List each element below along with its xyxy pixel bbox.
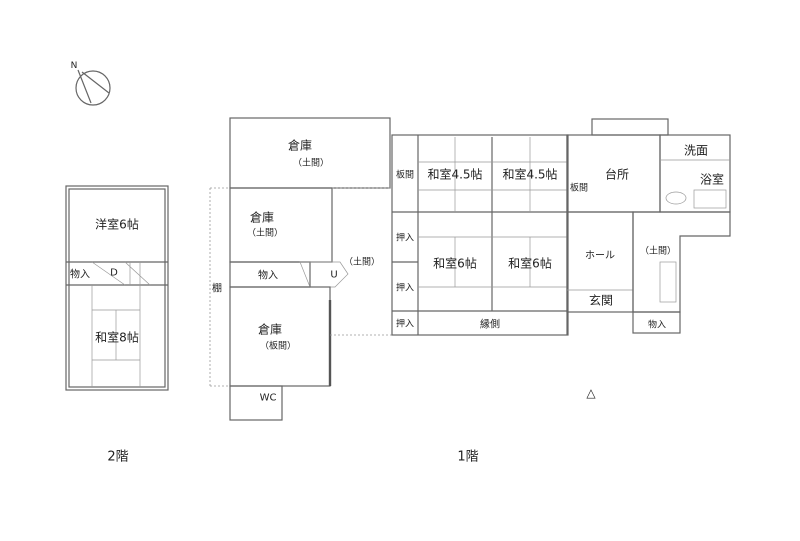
stair-up-label: U <box>330 269 338 281</box>
room-itama-1: 板間 <box>395 170 415 181</box>
room-senmen: 洗面 <box>683 143 709 158</box>
room-storage-mid-sub: （土間） <box>246 228 284 239</box>
room-washitsu-45a: 和室4.5帖 <box>427 167 483 182</box>
stair-down-label: D <box>110 267 118 279</box>
room-washitsu-6b: 和室6帖 <box>508 256 552 271</box>
room-monoire-2: 物入 <box>647 320 667 331</box>
room-bath: 浴室 <box>699 172 725 187</box>
room-storage-low: 倉庫 <box>257 322 283 337</box>
room-washitsu-6a: 和室6帖 <box>433 256 477 271</box>
floor1-walls <box>209 117 731 421</box>
room-hall: ホール <box>585 250 615 262</box>
compass-icon <box>75 69 111 106</box>
room-monoire-2f: 物入 <box>70 269 90 281</box>
room-washitsu-45b: 和室4.5帖 <box>502 167 558 182</box>
room-oshiire-3: 押入 <box>395 319 415 330</box>
floor2-walls <box>65 185 169 391</box>
room-wc: WC <box>259 392 277 404</box>
room-monoire-1f: 物入 <box>258 270 278 282</box>
room-washitsu-8: 和室8帖 <box>95 330 139 345</box>
doma-label: （土間） <box>343 257 381 268</box>
room-doma-2: （土間） <box>639 246 677 257</box>
shelf-label: 棚 <box>212 283 222 295</box>
room-kitchen: 台所 <box>604 167 630 182</box>
room-oshiire-2: 押入 <box>395 283 415 294</box>
room-genkan: 玄関 <box>588 293 614 308</box>
room-youshitsu: 洋室6帖 <box>95 217 139 232</box>
room-engawa: 縁側 <box>480 319 500 331</box>
room-storage-top: 倉庫 <box>287 138 313 153</box>
room-oshiire-1: 押入 <box>395 233 415 244</box>
room-itama-2: 板間 <box>569 183 589 194</box>
entrance-mark-icon: △ <box>586 386 596 400</box>
floor1-title: 1階 <box>457 449 479 465</box>
room-storage-top-sub: （土間） <box>292 158 330 169</box>
compass-north-label: N <box>70 61 78 71</box>
room-storage-mid: 倉庫 <box>249 210 275 225</box>
floor2-title: 2階 <box>107 449 129 465</box>
room-storage-low-sub: （板間） <box>259 341 297 352</box>
